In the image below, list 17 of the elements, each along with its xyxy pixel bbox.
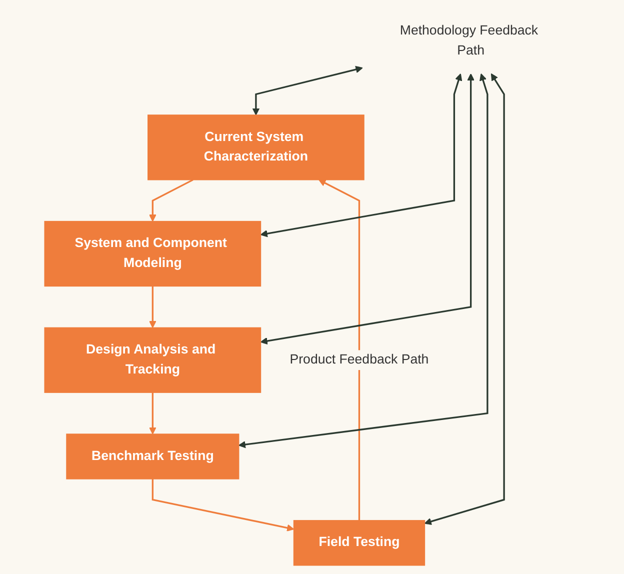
arrow — [424, 73, 506, 525]
node-box: Current System Characterization — [148, 114, 365, 180]
node-box: Benchmark Testing — [66, 434, 240, 480]
arrow — [149, 179, 194, 222]
node-box: Design Analysis and Tracking — [44, 327, 262, 393]
arrow — [318, 179, 360, 520]
node-box: System and Component Modeling — [44, 220, 262, 287]
arrow — [152, 478, 294, 532]
arrow — [149, 286, 157, 328]
arrow — [252, 66, 364, 116]
edge-label: Product Feedback Path — [290, 352, 429, 367]
arrow — [238, 73, 489, 448]
node-box: Field Testing — [294, 520, 426, 566]
node-text: Methodology Feedback Path — [400, 24, 538, 58]
arrow — [149, 392, 157, 434]
arrow — [260, 73, 462, 238]
arrow — [260, 73, 475, 345]
